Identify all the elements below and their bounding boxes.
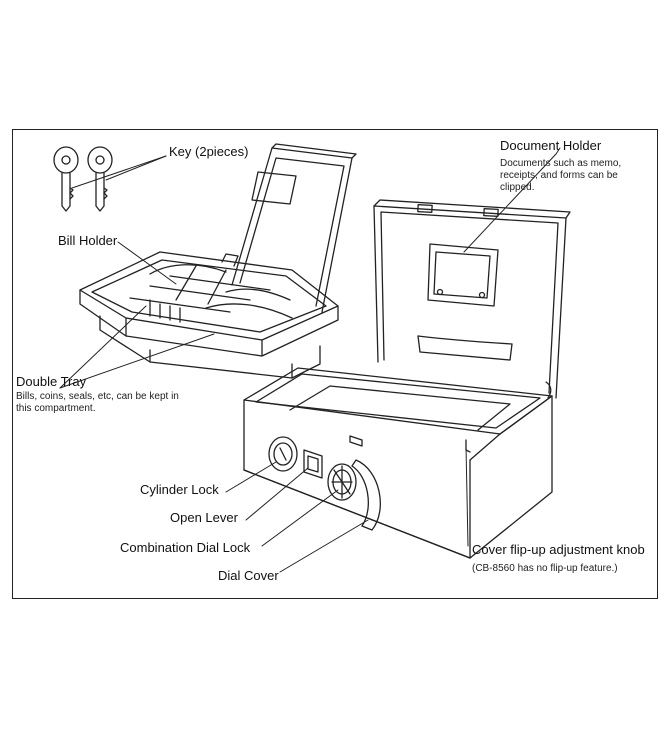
label-cylinder-lock: Cylinder Lock bbox=[140, 482, 219, 497]
diagram-frame bbox=[12, 129, 658, 599]
leader-lines bbox=[59, 147, 561, 573]
label-document-holder: Document Holder bbox=[500, 138, 602, 153]
label-document-holder-desc: Documents such as memo, receipts, and fo… bbox=[500, 158, 622, 193]
label-double-tray-desc: Bills, coins, seals, etc, can be kept in… bbox=[16, 391, 179, 414]
leader-cylinder-lock bbox=[225, 461, 277, 493]
leader-flip-up-knob bbox=[465, 445, 469, 547]
label-cover-flip-up-knob: Cover flip-up adjustment knob bbox=[472, 542, 645, 557]
leader-document-holder bbox=[463, 147, 561, 253]
leader-double-tray bbox=[59, 305, 147, 389]
leader-key bbox=[105, 155, 167, 181]
label-bill-holder: Bill Holder bbox=[58, 233, 118, 248]
label-dial-cover: Dial Cover bbox=[218, 568, 279, 583]
leader-combination-dial bbox=[261, 489, 339, 547]
label-double-tray: Double Tray bbox=[16, 374, 87, 389]
key-icon-second bbox=[87, 146, 113, 212]
cash-box bbox=[243, 199, 571, 559]
leader-bill-holder bbox=[117, 241, 177, 285]
leader-dial-cover bbox=[279, 519, 369, 573]
label-key: Key (2pieces) bbox=[169, 144, 249, 159]
leader-key-2 bbox=[71, 155, 167, 189]
leader-double-tray-2 bbox=[59, 333, 215, 389]
double-tray bbox=[79, 251, 339, 379]
label-cover-flip-up-note: (CB-8560 has no flip-up feature.) bbox=[472, 563, 618, 574]
label-combination-dial-lock: Combination Dial Lock bbox=[120, 540, 251, 555]
key-icon bbox=[53, 146, 79, 212]
leader-open-lever bbox=[245, 467, 309, 521]
tray-lid bbox=[231, 143, 357, 313]
label-open-lever: Open Lever bbox=[170, 510, 238, 525]
